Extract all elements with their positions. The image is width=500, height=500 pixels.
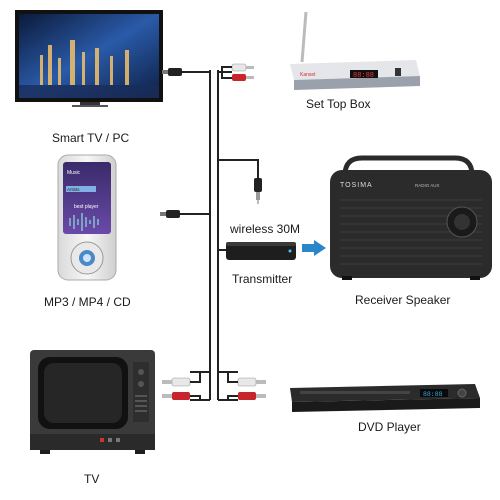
aux-plug-tv (162, 68, 182, 76)
speaker-panel-text: RADIO AUX (415, 183, 440, 188)
set-top-box-device: 88:88 Kanset (290, 12, 420, 90)
label-receiver-speaker: Receiver Speaker (355, 293, 450, 307)
transmitter-device (226, 242, 296, 260)
speaker-brand: TOSIMA (340, 182, 373, 189)
dvd-display-text: 88:88 (423, 391, 443, 398)
label-dvd-player: DVD Player (358, 420, 421, 434)
rca-plugs-dvd (218, 372, 266, 400)
settop-brand: Kanset (300, 72, 316, 78)
label-tv: TV (84, 472, 99, 486)
settop-display-text: 88:88 (353, 72, 374, 80)
mp3-player-device: Music Artists best player (58, 155, 116, 280)
rca-plugs-tv (162, 372, 210, 400)
wireless-arrow (302, 240, 326, 256)
mp3-screen-text-1: Music (67, 170, 81, 176)
label-mp3: MP3 / MP4 / CD (44, 295, 131, 309)
aux-plug-transmitter (254, 178, 262, 204)
aux-plug-mp3 (160, 210, 180, 218)
mp3-screen-text-2: Artists (67, 187, 80, 192)
dvd-player-device: 88:88 (290, 384, 480, 412)
label-wireless: wireless 30M (230, 222, 300, 236)
label-set-top-box: Set Top Box (306, 97, 371, 111)
smart-tv-device (15, 10, 163, 107)
receiver-speaker-device: TOSIMA RADIO AUX (330, 158, 492, 280)
label-smart-tv: Smart TV / PC (52, 131, 129, 145)
crt-tv-device (30, 350, 155, 454)
mp3-screen-text-3: best player (74, 204, 99, 210)
label-transmitter: Transmitter (232, 272, 292, 286)
